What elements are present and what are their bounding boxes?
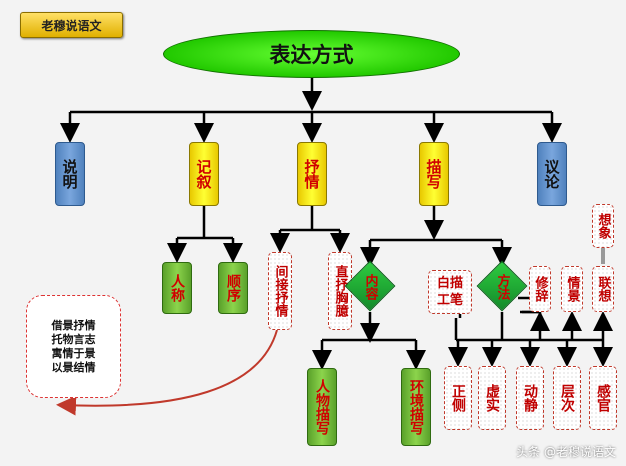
- note-line: 以景结情: [51, 360, 96, 374]
- node-describe: 描写: [419, 142, 449, 206]
- watermark: 头条 @老穆说语文: [516, 445, 616, 459]
- note-line: 托物言志: [51, 332, 96, 346]
- node-baimiao: 白描工笔: [428, 270, 472, 314]
- diamond-method-label: 方法: [494, 274, 510, 300]
- node-method-dongjing: 动静: [516, 366, 544, 430]
- node-explain: 说明: [55, 142, 85, 206]
- node-narrate: 记叙: [189, 142, 219, 206]
- node-imagination: 想象: [592, 204, 614, 248]
- note-line: 寓情于景: [51, 346, 96, 360]
- node-scene: 情景: [561, 266, 583, 312]
- node-lyric: 抒情: [297, 142, 327, 206]
- note-box: 借景抒情 托物言志 寓情于景 以景结情: [26, 295, 121, 398]
- root-node: 表达方式: [163, 30, 460, 78]
- node-person: 人称: [162, 262, 192, 314]
- node-method-zhengce: 正侧: [444, 366, 472, 430]
- node-character-desc: 人物描写: [307, 368, 337, 446]
- diamond-content-label: 内容: [362, 274, 378, 300]
- node-method-ganguan: 感官: [589, 366, 617, 430]
- node-method-xushi: 虚实: [478, 366, 506, 430]
- node-indirect-lyric: 间接抒情: [268, 252, 292, 330]
- author-badge: 老穆说语文: [20, 12, 123, 38]
- node-association: 联想: [592, 266, 614, 312]
- node-rhetoric: 修辞: [529, 266, 551, 312]
- node-direct-lyric: 直抒胸臆: [328, 252, 352, 330]
- node-method-cengci: 层次: [553, 366, 581, 430]
- note-line: 借景抒情: [51, 318, 96, 332]
- node-argue: 议论: [537, 142, 567, 206]
- node-sequence: 顺序: [218, 262, 248, 314]
- node-environment-desc: 环境描写: [401, 368, 431, 446]
